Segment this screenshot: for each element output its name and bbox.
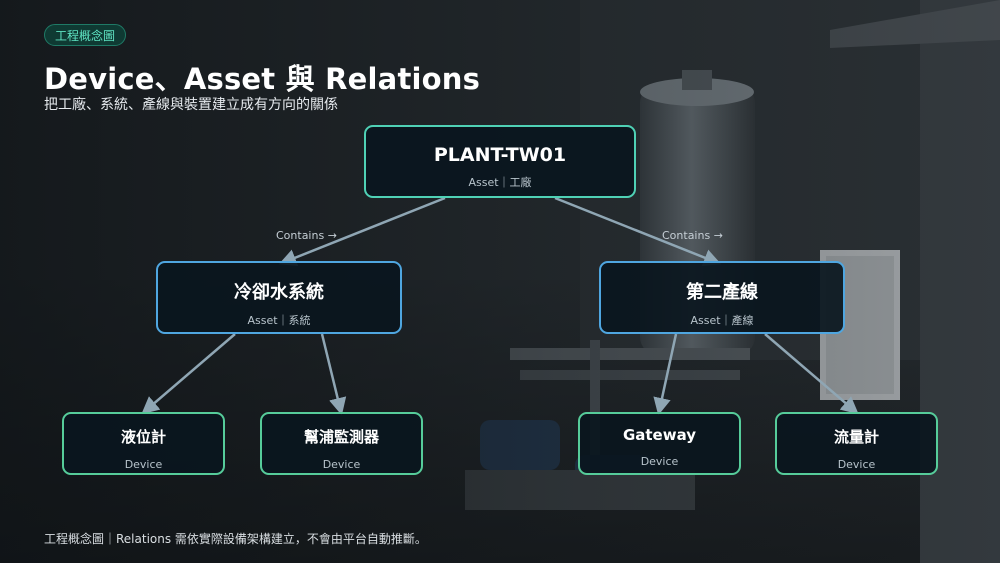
- node-cooling-system: 冷卻水系統 Asset｜系統: [156, 261, 402, 334]
- edge-cooling-pump: [320, 333, 347, 416]
- node-gateway: Gateway Device: [578, 412, 741, 475]
- node-level-meter-type: Device: [124, 458, 163, 471]
- edge-label-right: Contains →: [662, 229, 723, 242]
- node-line-2-name: 第二產線: [686, 282, 758, 303]
- node-pump-monitor: 幫浦監測器 Device: [260, 412, 423, 475]
- edge-plant-cooling: [278, 196, 446, 266]
- node-flow-meter-type: Device: [837, 458, 876, 471]
- edge-line2-gateway: [653, 333, 678, 416]
- node-flow-meter: 流量計 Device: [775, 412, 938, 475]
- edge-plant-line2: [554, 196, 722, 266]
- page-subtitle: 把工廠、系統、產線與裝置建立成有方向的關係: [44, 97, 338, 113]
- footer-note: 工程概念圖｜Relations 需依實際設備架構建立，不會由平台自動推斷。: [44, 532, 427, 546]
- node-gateway-type: Device: [640, 455, 679, 468]
- node-line-2-type: Asset｜產線: [690, 314, 754, 327]
- edge-label-left: Contains →: [276, 229, 337, 242]
- page-title: Device、Asset 與 Relations: [44, 62, 481, 96]
- diagram-tag: 工程概念圖: [44, 24, 127, 46]
- node-level-meter-name: 液位計: [120, 428, 166, 446]
- node-pump-monitor-name: 幫浦監測器: [303, 428, 379, 446]
- node-plant-name: PLANT-TW01: [433, 144, 567, 166]
- node-cooling-system-type: Asset｜系統: [247, 314, 311, 327]
- node-pump-monitor-type: Device: [322, 458, 361, 471]
- node-flow-meter-name: 流量計: [833, 428, 879, 446]
- node-plant-type: Asset｜工廠: [468, 176, 532, 189]
- node-cooling-system-name: 冷卻水系統: [234, 282, 324, 303]
- node-gateway-name: Gateway: [622, 426, 697, 444]
- node-plant: PLANT-TW01 Asset｜工廠: [364, 125, 636, 198]
- node-level-meter: 液位計 Device: [62, 412, 225, 475]
- node-line-2: 第二產線 Asset｜產線: [599, 261, 845, 334]
- edge-cooling-level: [141, 333, 236, 415]
- edge-line2-flow: [764, 333, 859, 415]
